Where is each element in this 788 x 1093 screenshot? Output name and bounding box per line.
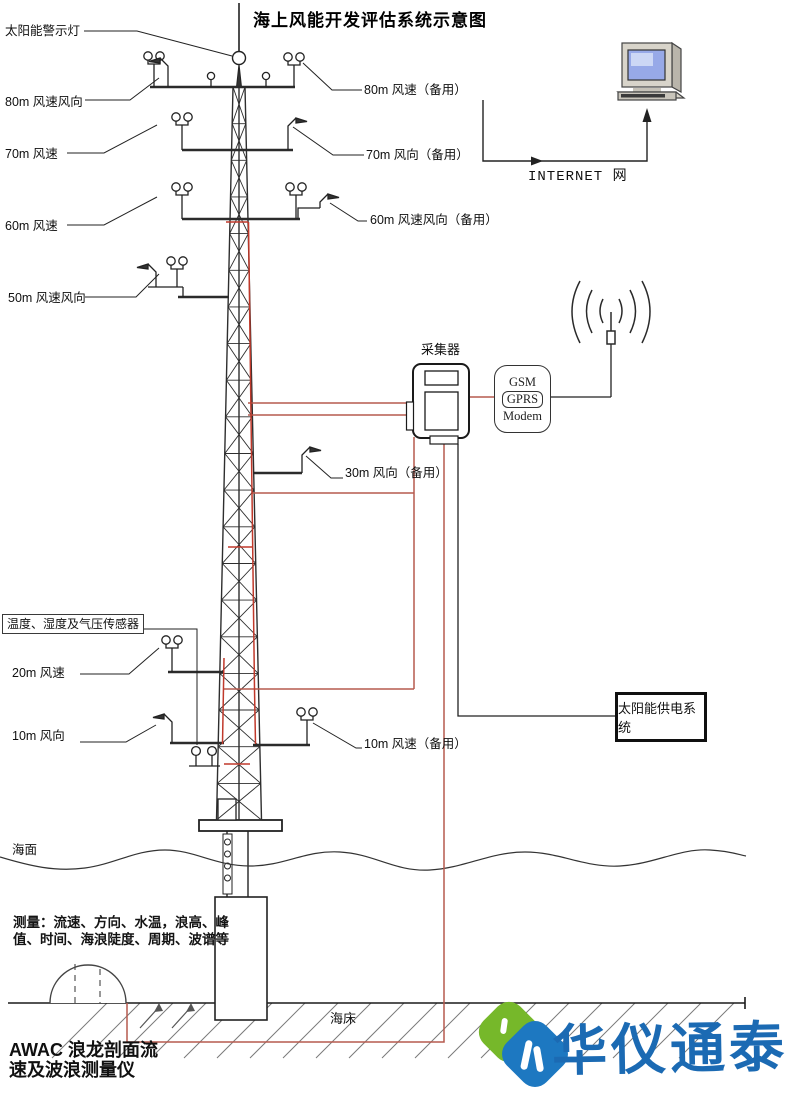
gprs-label: GPRS — [501, 390, 544, 408]
awac-name-line2: 速及波浪测量仪 — [9, 1060, 135, 1080]
cup-anemometers — [143, 51, 318, 745]
gsm-antenna — [571, 280, 651, 345]
label-solar-warning-light: 太阳能警示灯 — [5, 24, 81, 38]
solar-warning-light — [231, 3, 247, 88]
label-50m-wind: 50m 风速风向 — [8, 291, 86, 305]
callout-lines — [67, 30, 367, 749]
awac-note-line1: 测量：流速、方向、水温，浪高、峰 — [13, 915, 229, 930]
gsm-label: GSM — [508, 374, 537, 389]
modem-label: Modem — [503, 408, 542, 423]
seabed-line — [8, 997, 746, 1009]
wind-vanes — [136, 57, 340, 743]
page-title: 海上风能开发评估系统示意图 — [253, 11, 487, 30]
antenna-feed-wire — [549, 343, 612, 398]
awac-dome — [49, 964, 127, 1004]
label-collector: 采集器 — [421, 342, 461, 357]
gsm-gprs-modem-box: GSM GPRS Modem — [494, 365, 551, 433]
label-sea-surface: 海面 — [12, 843, 38, 857]
solar-power-system-box: 太阳能供电系统 — [615, 692, 707, 742]
label-seabed: 海床 — [330, 1011, 357, 1026]
solar-power-label: 太阳能供电系统 — [618, 701, 697, 735]
label-temp-humidity-pressure: 温度、湿度及气压传感器 — [2, 614, 145, 634]
watermark-text: 华仪通泰 — [551, 1014, 788, 1084]
label-70m-backup: 70m 风向（备用） — [366, 148, 469, 162]
collector-box — [405, 363, 470, 445]
signal-wires-red — [126, 396, 494, 1043]
awac-device-name: AWAC 浪龙剖面流 速及波浪测量仪 — [9, 1040, 158, 1080]
label-70m-wind: 70m 风速 — [5, 147, 58, 161]
tower-foundation — [198, 798, 283, 1021]
label-80m-wind: 80m 风速风向 — [5, 95, 83, 109]
power-wire — [457, 444, 615, 717]
sea-surface-wave — [0, 849, 747, 871]
awac-name-line1: AWAC 浪龙剖面流 — [9, 1040, 159, 1060]
computer-icon — [616, 41, 686, 101]
label-60m-backup: 60m 风速风向（备用） — [370, 213, 498, 227]
label-30m-backup: 30m 风向（备用） — [345, 466, 448, 480]
internet-link-line — [482, 100, 652, 166]
label-20m-wind: 20m 风速 — [12, 666, 65, 680]
tower-cable-red — [221, 221, 257, 765]
awac-note-line2: 值、时间、海浪陡度、周期、波谱等 — [13, 931, 229, 947]
awac-measurement-note: 测量：流速、方向、水温，浪高、峰 值、时间、海浪陡度、周期、波谱等 — [13, 915, 229, 948]
label-60m-wind: 60m 风速 — [5, 219, 58, 233]
awac-beam-arrows — [139, 1003, 195, 1029]
label-80m-backup: 80m 风速（备用） — [364, 83, 467, 97]
sensor-booms — [150, 85, 310, 747]
temp-humidity-pressure-sensors — [189, 745, 220, 767]
label-internet: INTERNET 网 — [528, 169, 628, 185]
label-10m-wind: 10m 风向 — [12, 729, 65, 743]
label-10m-backup: 10m 风速（备用） — [364, 737, 467, 751]
